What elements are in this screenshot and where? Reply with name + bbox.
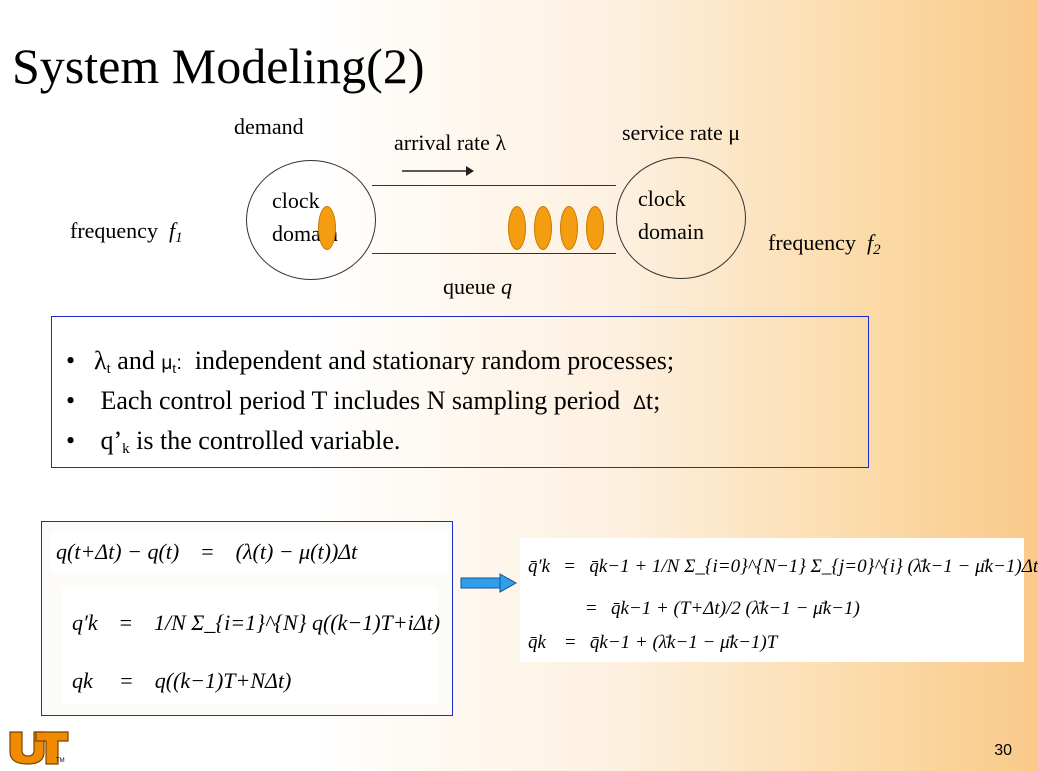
discrete-model-equations: q(t+Δt) − q(t) = (λ(t) − μ(t))Δt q′k = 1… [41,521,453,716]
queue-top-line [372,185,616,186]
queue-token [508,206,526,250]
arrival-rate-label: arrival rate λ [394,130,507,155]
queue-token [560,206,578,250]
slide-title: System Modeling(2) [12,38,425,94]
service-rate-label: service rate μ [622,120,741,145]
equation-1: q(t+Δt) − q(t) = (λ(t) − μ(t))Δt [56,539,358,564]
page-number: 30 [994,742,1012,759]
averaged-model-equations: q̄′k = q̄k−1 + 1/N Σ_{i=0}^{N−1} Σ_{j=0}… [520,538,1038,662]
frequency-left-label: frequency f1 [70,218,183,246]
queue-bottom-line [372,253,616,254]
equation-3: qk = q((k−1)T+NΔt) [72,668,292,693]
equation-4: q̄′k = q̄k−1 + 1/N Σ_{i=0}^{N−1} Σ_{j=0}… [528,556,1038,577]
equation-panel: q′k = 1/N Σ_{i=1}^{N} q((k−1)T+iΔt) qk =… [62,588,441,704]
right-clock-domain-label: clock domain [638,186,704,244]
equation-2: q′k = 1/N Σ_{i=1}^{N} q((k−1)T+iΔt) [72,610,441,635]
queue-token [318,206,336,250]
bullet-item: • Each control period T includes N sampl… [66,386,661,415]
ut-logo: TM [6,728,72,771]
queue-label: queue q [443,274,513,299]
right-clock-domain-circle [616,157,746,279]
implies-arrow-icon [460,573,518,593]
arrival-arrow-icon [402,166,474,176]
queue-token [534,206,552,250]
bullet-item: •λt and μt: independent and stationary r… [66,346,675,377]
equation-6: q̄k = q̄k−1 + (λ̄k−1 − μ̄k−1)T [528,632,778,653]
queue-token [586,206,604,250]
assumptions-box: •λt and μt: independent and stationary r… [51,316,869,468]
equation-5: = q̄k−1 + (T+Δt)/2 (λ̄k−1 − μ̄k−1) [586,598,860,619]
equation-panel: q(t+Δt) − q(t) = (λ(t) − μ(t))Δt [50,532,448,572]
left-clock-domain-circle [246,160,376,280]
demand-label: demand [234,114,304,139]
frequency-right-label: frequency f2 [768,230,881,258]
bullet-item: • q’k is the controlled variable. [66,426,401,457]
